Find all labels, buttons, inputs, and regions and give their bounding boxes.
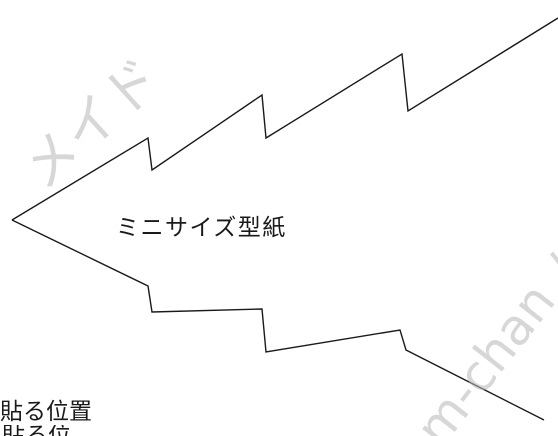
watermark-right: m-chan ハン xyxy=(405,181,558,436)
paste-position-label-continued: 貼る位 xyxy=(2,425,71,436)
watermark-left: メイド xyxy=(10,46,173,201)
pattern-title: ミニサイズ型紙 xyxy=(116,215,287,241)
pattern-bottom-edge xyxy=(11,219,545,421)
paste-position-label: 貼る位置 xyxy=(0,399,92,425)
pattern-top-edge xyxy=(11,17,558,221)
